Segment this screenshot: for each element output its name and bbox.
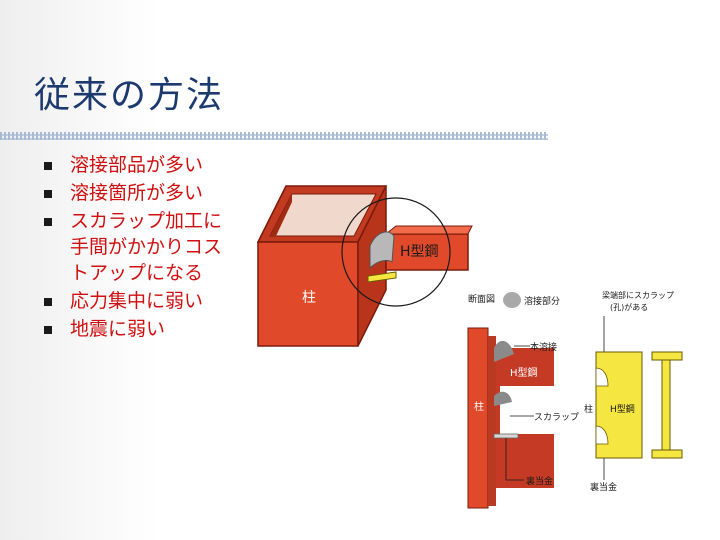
bullet-item: 溶接部品が多い [44, 152, 222, 178]
column-front-face [257, 241, 359, 347]
backing-plate [493, 433, 519, 439]
h-beam-section-label: H型鋼 [510, 366, 538, 379]
flange-top [651, 351, 683, 361]
note-line-2: (孔)がある [610, 302, 648, 312]
column-section-label: 柱 [474, 400, 484, 413]
bullet-text: 地震に弱い [70, 318, 166, 340]
note-line-1: 梁端部にスカラップ [602, 290, 674, 300]
beam-label: H型鋼 [400, 244, 439, 260]
weld-bead [369, 231, 395, 270]
bullet-marker-icon [44, 326, 52, 334]
bullet-marker-icon [44, 190, 52, 198]
bullet-marker-icon [44, 218, 52, 226]
bullet-text: 応力集中に弱い [70, 290, 204, 312]
bullet-marker-icon [44, 298, 52, 306]
bullet-marker-icon [44, 162, 52, 170]
column-right-label: 柱 [584, 403, 593, 415]
scallop-hole-bottom [595, 425, 609, 445]
h-beam-hollow [500, 386, 554, 434]
column-label: 柱 [302, 290, 316, 306]
bullet-item: 溶接箇所が多い [44, 180, 222, 206]
section-detail-illustration: 断面図 溶接部分 柱 H型鋼 本溶接 スカラップ 裏当金 梁端部にスカラップ (… [464, 276, 692, 516]
backing-right-label: 裏当金 [590, 481, 617, 493]
bullet-item: 地震に弱い [44, 316, 222, 342]
bullet-item: スカラップ加工に手間がかかりコストアップになる [44, 208, 222, 286]
title-divider [0, 132, 548, 140]
section-detail-svg: 断面図 溶接部分 柱 H型鋼 本溶接 スカラップ 裏当金 梁端部にスカラップ (… [467, 290, 683, 509]
weld-legend-swatch [503, 292, 521, 308]
section-label: 断面図 [468, 293, 495, 305]
column-hollow [269, 193, 377, 237]
bullet-text: 溶接箇所が多い [70, 182, 204, 204]
bullet-text: スカラップ加工に手間がかかりコストアップになる [70, 210, 223, 284]
h-beam-top-flange [384, 225, 473, 235]
column-shadow [488, 336, 496, 506]
backing-strip [367, 271, 397, 283]
flange-bottom [651, 449, 683, 459]
bullet-text: 溶接部品が多い [70, 154, 204, 176]
highlight-circle [341, 197, 451, 307]
column-joint-svg: 柱 H型鋼 [256, 185, 473, 347]
column-inner-shadow [270, 194, 292, 236]
scallop-label: スカラップ [534, 412, 579, 423]
backing-left-label: 裏当金 [526, 475, 553, 487]
column-section [467, 327, 489, 509]
h-beam-right-label: H型鋼 [610, 403, 635, 415]
main-weld-label: 本溶接 [530, 341, 557, 353]
scallop-hole-top [595, 367, 609, 387]
bullet-list: 溶接部品が多い 溶接箇所が多い スカラップ加工に手間がかかりコストアップになる … [44, 152, 222, 344]
bullet-item: 応力集中に弱い [44, 288, 222, 314]
weld-legend-label: 溶接部分 [524, 295, 560, 307]
lower-weld-bead [494, 391, 512, 406]
flange-web [661, 359, 671, 451]
column-joint-illustration: 柱 H型鋼 [236, 150, 476, 348]
main-weld-bead [494, 340, 514, 362]
slide-title: 従来の方法 [34, 75, 225, 116]
